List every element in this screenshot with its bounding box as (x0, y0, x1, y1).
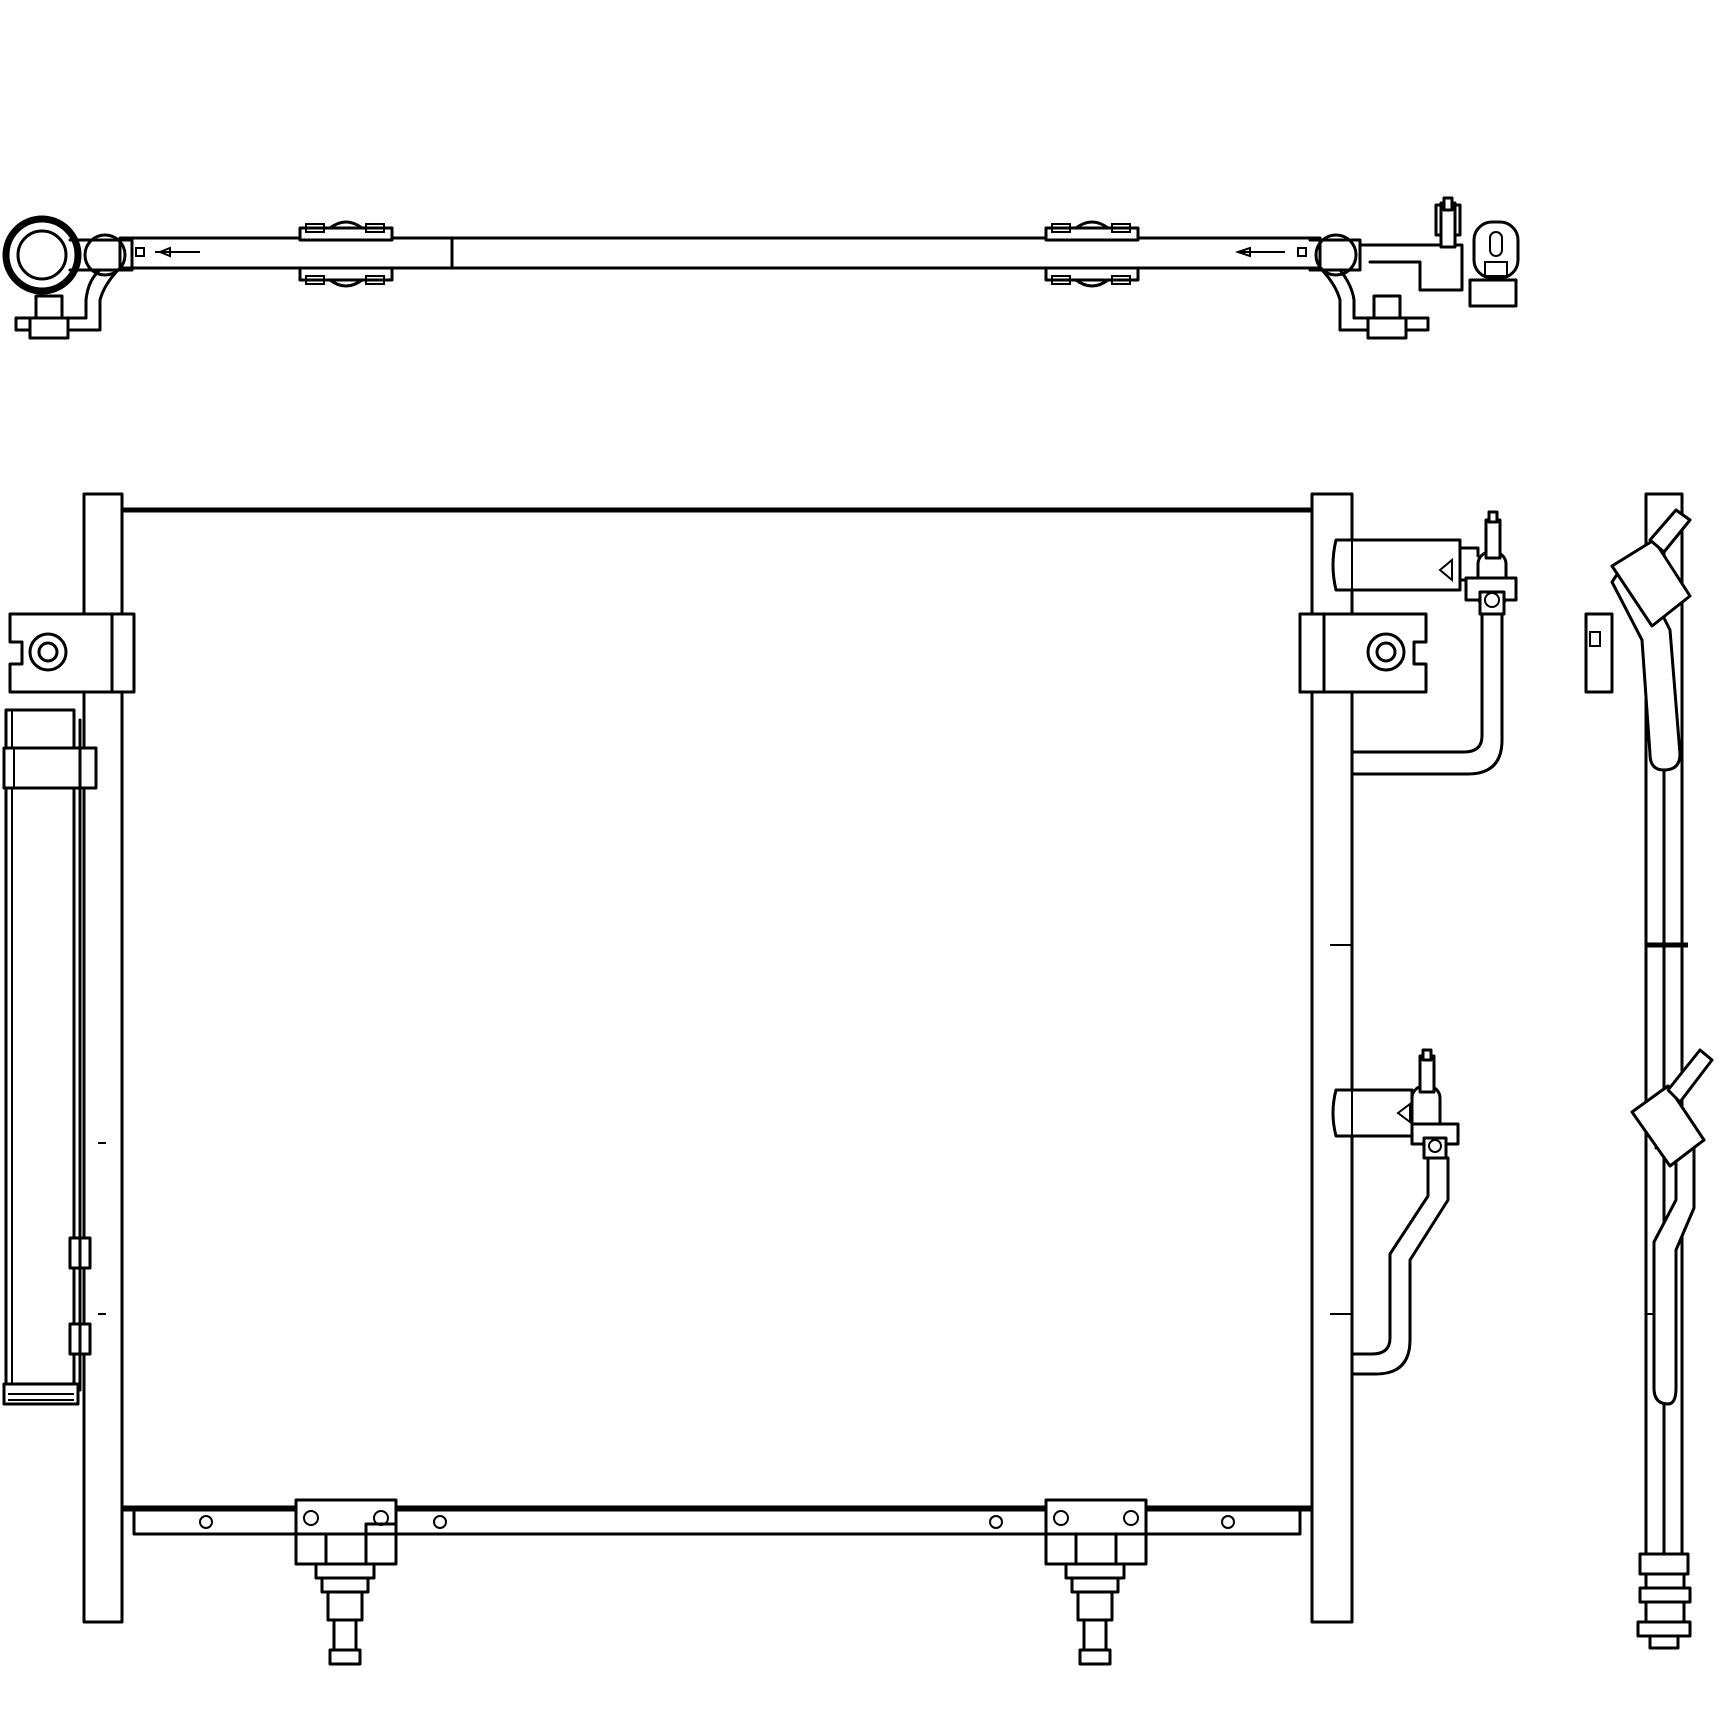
front-upper-pipe-fitting (1331, 510, 1518, 776)
top-mid-bracket-left (298, 220, 394, 288)
top-left-receiver (2, 215, 200, 340)
top-view (2, 196, 1520, 340)
front-bottom-mount-right (1044, 1498, 1148, 1666)
front-view (2, 492, 1518, 1666)
side-upper-fitting (1584, 508, 1692, 772)
side-lower-fitting (1630, 1048, 1714, 1406)
front-bottom-mount-left (294, 1498, 398, 1666)
front-right-mount-bracket (1298, 612, 1428, 694)
side-view (1584, 492, 1714, 1650)
top-core-bar (118, 236, 1322, 270)
front-left-mount-bracket (8, 612, 136, 694)
side-bottom-mount (1636, 1552, 1692, 1650)
top-mid-bracket-right (1044, 220, 1140, 288)
front-lower-pipe-fitting (1331, 1048, 1460, 1376)
front-receiver-drier (2, 708, 98, 1406)
front-core (120, 508, 1314, 1512)
top-right-end (1234, 196, 1520, 340)
